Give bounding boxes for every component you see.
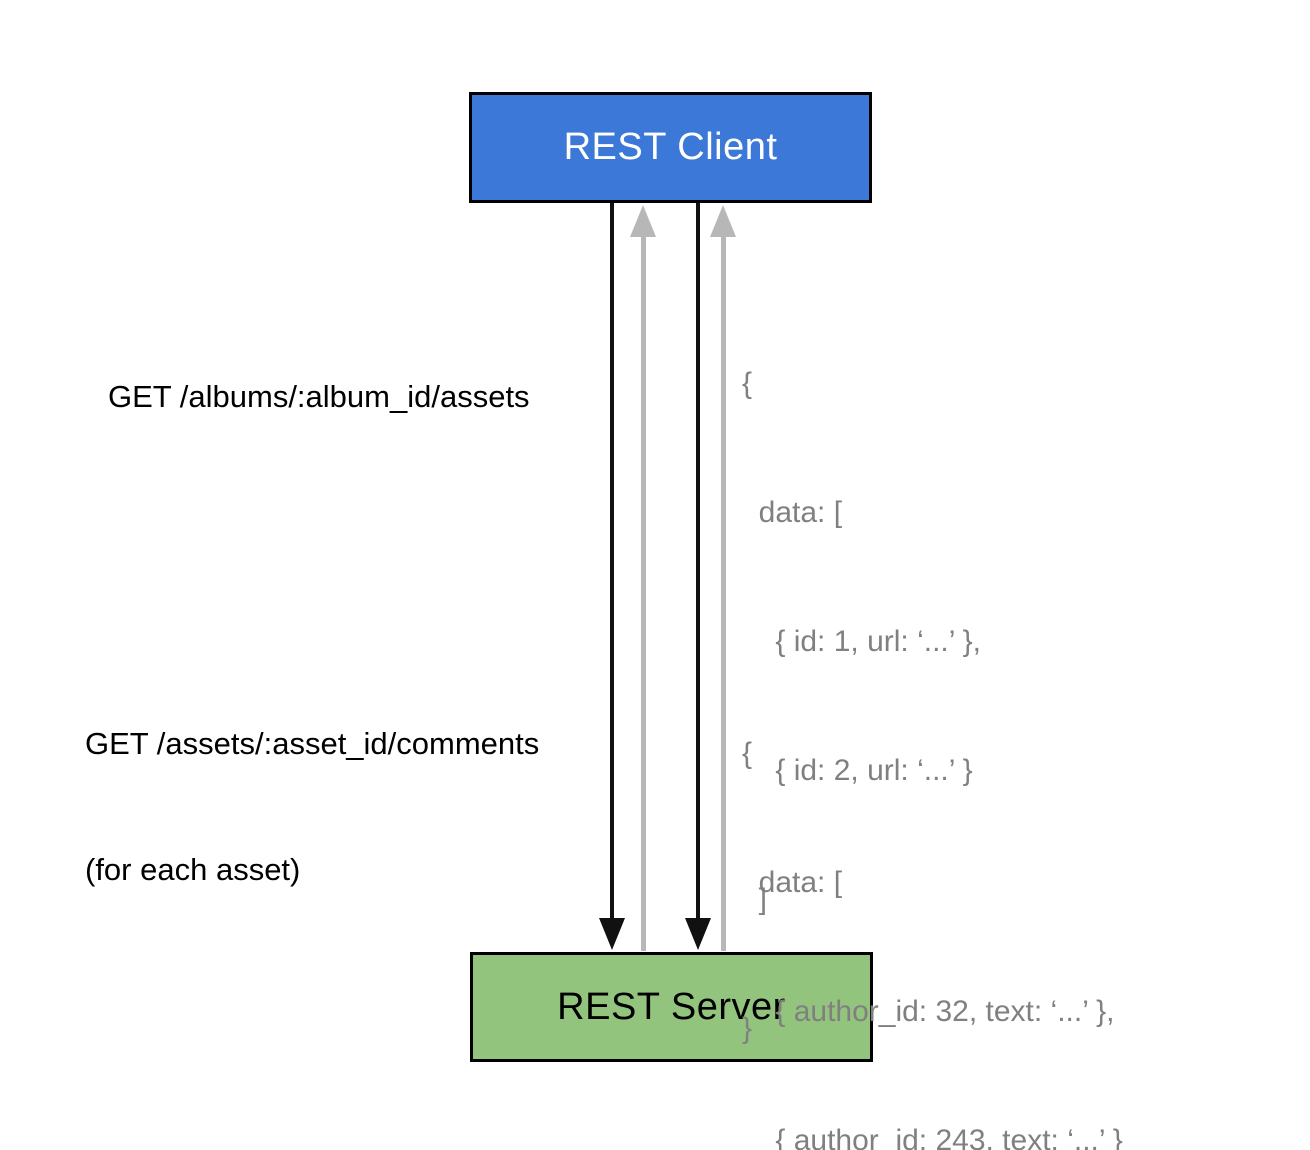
- response-2-arrow-shaft: [721, 236, 726, 951]
- response-2-json: { data: [ { author_id: 32, text: ‘...’ }…: [742, 646, 1123, 1150]
- request-1-arrow-shaft: [610, 203, 614, 920]
- json-line: { id: 1, url: ‘...’ },: [742, 625, 981, 658]
- json-line: {: [742, 367, 753, 400]
- request-1-label-text: GET /albums/:album_id/assets: [108, 379, 530, 414]
- request-2-label-line2: (for each asset): [85, 852, 301, 887]
- rest-client-box: REST Client: [469, 92, 872, 203]
- response-1-json: { data: [ { id: 1, url: ‘...’ }, { id: 2…: [742, 276, 981, 1136]
- request-2-label: GET /assets/:asset_id/comments (for each…: [85, 639, 539, 975]
- json-line: }: [742, 1012, 753, 1045]
- json-line: { id: 2, url: ‘...’ }: [742, 754, 973, 787]
- json-line: data: [: [742, 866, 843, 899]
- rest-server-box: REST Server: [470, 952, 873, 1062]
- arrow-down-icon: [685, 918, 711, 950]
- rest-server-label: REST Server: [557, 985, 786, 1028]
- rest-client-label: REST Client: [563, 126, 778, 168]
- arrow-up-icon: [630, 205, 656, 237]
- arrow-down-icon: [599, 918, 625, 950]
- json-line: { author_id: 32, text: ‘...’ },: [742, 995, 1115, 1028]
- request-2-arrow-shaft: [696, 203, 700, 920]
- request-2-label-line1: GET /assets/:asset_id/comments: [85, 726, 540, 761]
- request-1-label: GET /albums/:album_id/assets: [108, 292, 530, 502]
- json-line: {: [742, 737, 753, 770]
- json-line: { author_id: 243, text: ‘...’ }: [742, 1124, 1123, 1150]
- arrow-up-icon: [710, 205, 736, 237]
- json-line: ]: [742, 883, 768, 916]
- json-line: data: [: [742, 496, 843, 529]
- response-1-arrow-shaft: [641, 236, 646, 951]
